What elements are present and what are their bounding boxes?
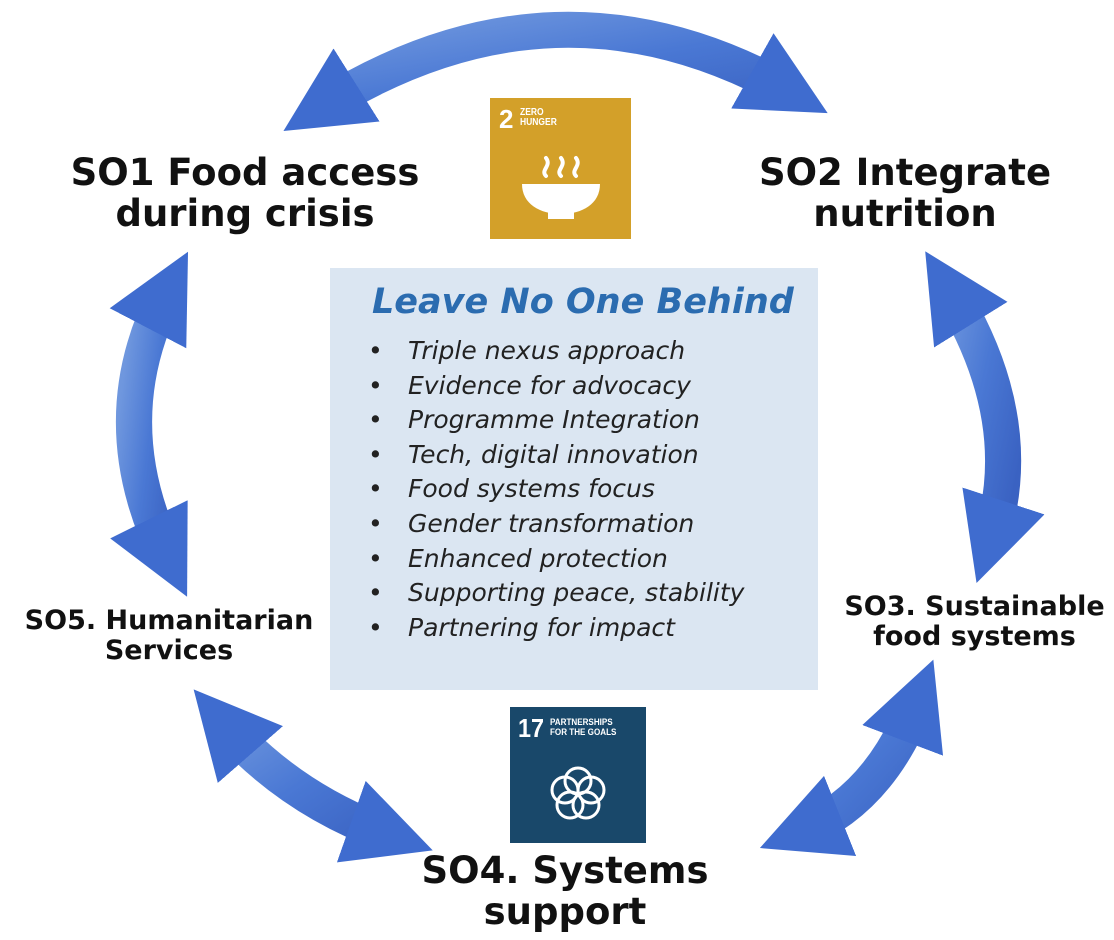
interlocking-rings-icon [550, 766, 606, 820]
list-item: Evidence for advocacy [368, 369, 744, 404]
list-item: Partnering for impact [368, 611, 744, 646]
so3-label: SO3. Sustainable food systems [835, 591, 1114, 653]
arrow-so2-so3 [925, 251, 1045, 584]
so1-line-2: during crisis [115, 192, 375, 236]
food-bowl-icon [522, 156, 600, 219]
sdg2-title: ZERO HUNGER [520, 107, 557, 128]
so2-line-2: nutrition [813, 192, 997, 236]
list-item: Programme Integration [368, 403, 744, 438]
sdg2-number: 2 [499, 104, 514, 134]
list-item: Supporting peace, stability [368, 576, 744, 611]
so1-label: SO1 Food access during crisis [60, 152, 430, 235]
list-item: Gender transformation [368, 507, 744, 542]
center-box-title: Leave No One Behind [372, 282, 794, 322]
arrow-so4-so5 [193, 689, 433, 863]
list-item: Tech, digital innovation [368, 438, 744, 473]
sdg17-partnerships-tile: 17 PARTNERSHIPS FOR THE GOALS [510, 707, 646, 843]
center-box-list: Triple nexus approach Evidence for advoc… [368, 334, 744, 645]
list-item: Food systems focus [368, 472, 744, 507]
sdg2-zero-hunger-tile: 2 ZERO HUNGER [490, 98, 631, 239]
so5-line-1: SO5. Humanitarian [24, 605, 314, 636]
arrow-so1-so2 [283, 11, 828, 132]
so4-label: SO4. Systems support [390, 850, 740, 933]
so2-label: SO2 Integrate nutrition [750, 152, 1060, 235]
so4-line-2: support [483, 890, 647, 934]
leave-no-one-behind-box: Leave No One Behind Triple nexus approac… [330, 268, 818, 690]
list-item: Enhanced protection [368, 542, 744, 577]
sdg17-title: PARTNERSHIPS FOR THE GOALS [550, 717, 617, 738]
arrow-so5-so1 [109, 251, 189, 597]
sdg17-number: 17 [518, 713, 545, 743]
list-item: Triple nexus approach [368, 334, 744, 369]
so3-line-2: food systems [873, 621, 1076, 653]
so2-line-1: SO2 Integrate [758, 151, 1052, 194]
so5-line-2: Services [104, 635, 234, 667]
so3-line-1: SO3. Sustainable [844, 591, 1105, 622]
arrow-so3-so4 [759, 659, 944, 857]
so1-line-1: SO1 Food access [70, 151, 420, 194]
so5-label: SO5. Humanitarian Services [10, 605, 328, 667]
so4-line-1: SO4. Systems [421, 849, 709, 892]
